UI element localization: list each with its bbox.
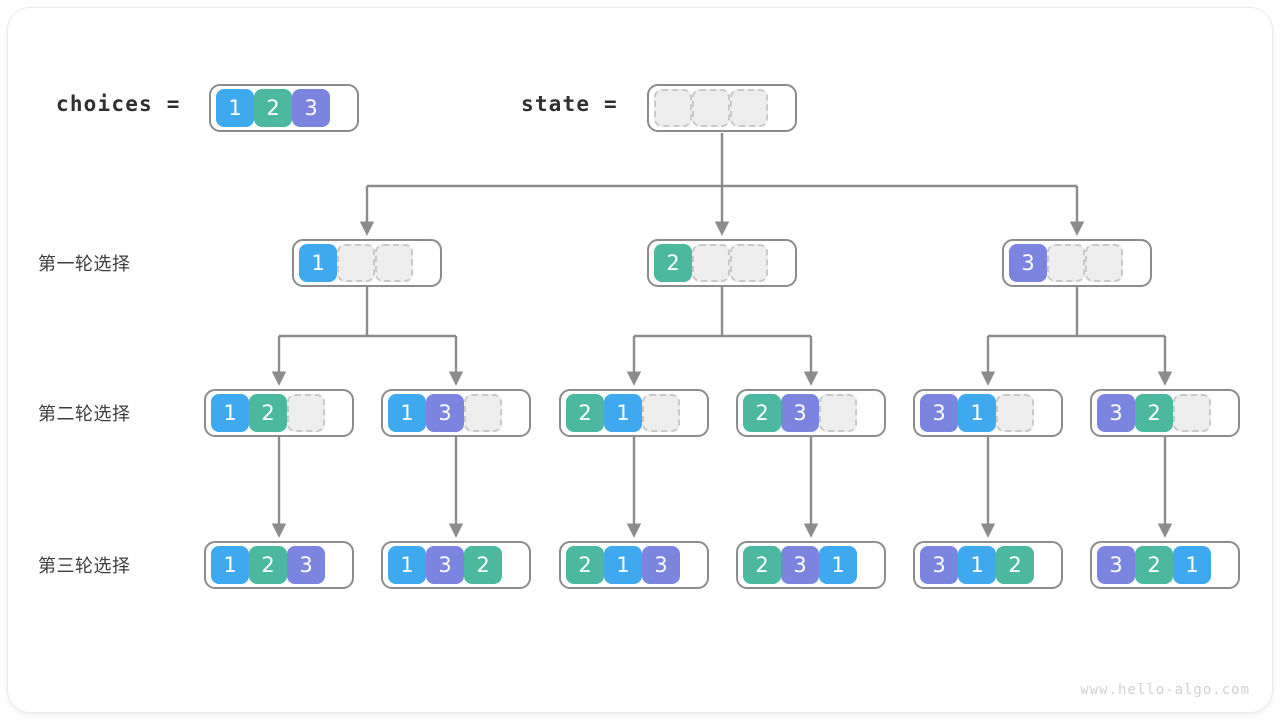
array-cell-filled: 1: [958, 394, 996, 432]
array-cell-filled: 2: [249, 394, 287, 432]
watermark: www.hello-algo.com: [1080, 682, 1250, 698]
array-cell-empty: [464, 394, 502, 432]
array-cell-filled: 1: [211, 394, 249, 432]
array-cell-empty: [1047, 244, 1085, 282]
array-cell-filled: 2: [566, 394, 604, 432]
state-array[interactable]: [647, 84, 797, 132]
array-cell-filled: 2: [249, 546, 287, 584]
round2-label: 第二轮选择: [38, 404, 131, 425]
array-cell-filled: 1: [604, 546, 642, 584]
round3-label: 第三轮选择: [38, 556, 131, 577]
array-cell-filled: 3: [426, 546, 464, 584]
array-cell-empty: [692, 89, 730, 127]
round1-label: 第一轮选择: [38, 254, 131, 275]
array-cell-empty: [642, 394, 680, 432]
array-cell-filled: 2: [743, 394, 781, 432]
array-cell-filled: 3: [1097, 394, 1135, 432]
round1-node-2[interactable]: 2: [647, 239, 797, 287]
round1-node-1[interactable]: 1: [292, 239, 442, 287]
array-cell-filled: 1: [958, 546, 996, 584]
array-cell-empty: [375, 244, 413, 282]
array-cell-filled: 2: [566, 546, 604, 584]
array-cell-empty: [287, 394, 325, 432]
array-cell-filled: 3: [292, 89, 330, 127]
array-cell-filled: 3: [642, 546, 680, 584]
array-cell-filled: 3: [1009, 244, 1047, 282]
array-cell-filled: 3: [287, 546, 325, 584]
array-cell-empty: [730, 89, 768, 127]
array-cell-filled: 2: [654, 244, 692, 282]
array-cell-filled: 3: [1097, 546, 1135, 584]
array-cell-empty: [337, 244, 375, 282]
choices-label: choices =: [56, 92, 181, 116]
array-cell-filled: 1: [388, 394, 426, 432]
array-cell-filled: 2: [1135, 546, 1173, 584]
array-cell-filled: 2: [743, 546, 781, 584]
array-cell-empty: [1085, 244, 1123, 282]
array-cell-empty: [1173, 394, 1211, 432]
array-cell-filled: 3: [920, 394, 958, 432]
array-cell-filled: 3: [781, 394, 819, 432]
array-cell-filled: 2: [996, 546, 1034, 584]
array-cell-empty: [819, 394, 857, 432]
array-cell-empty: [996, 394, 1034, 432]
array-cell-filled: 1: [299, 244, 337, 282]
array-cell-filled: 2: [1135, 394, 1173, 432]
array-cell-filled: 2: [254, 89, 292, 127]
array-cell-filled: 2: [464, 546, 502, 584]
array-cell-filled: 3: [426, 394, 464, 432]
round1-node-3[interactable]: 3: [1002, 239, 1152, 287]
state-label: state =: [521, 92, 618, 116]
card-frame: [8, 8, 1272, 712]
array-cell-filled: 3: [781, 546, 819, 584]
array-cell-filled: 1: [819, 546, 857, 584]
array-cell-empty: [730, 244, 768, 282]
array-cell-filled: 1: [388, 546, 426, 584]
array-cell-filled: 1: [1173, 546, 1211, 584]
array-cell-empty: [654, 89, 692, 127]
array-cell-filled: 1: [216, 89, 254, 127]
array-cell-filled: 1: [604, 394, 642, 432]
array-cell-filled: 1: [211, 546, 249, 584]
array-cell-filled: 3: [920, 546, 958, 584]
array-cell-empty: [692, 244, 730, 282]
